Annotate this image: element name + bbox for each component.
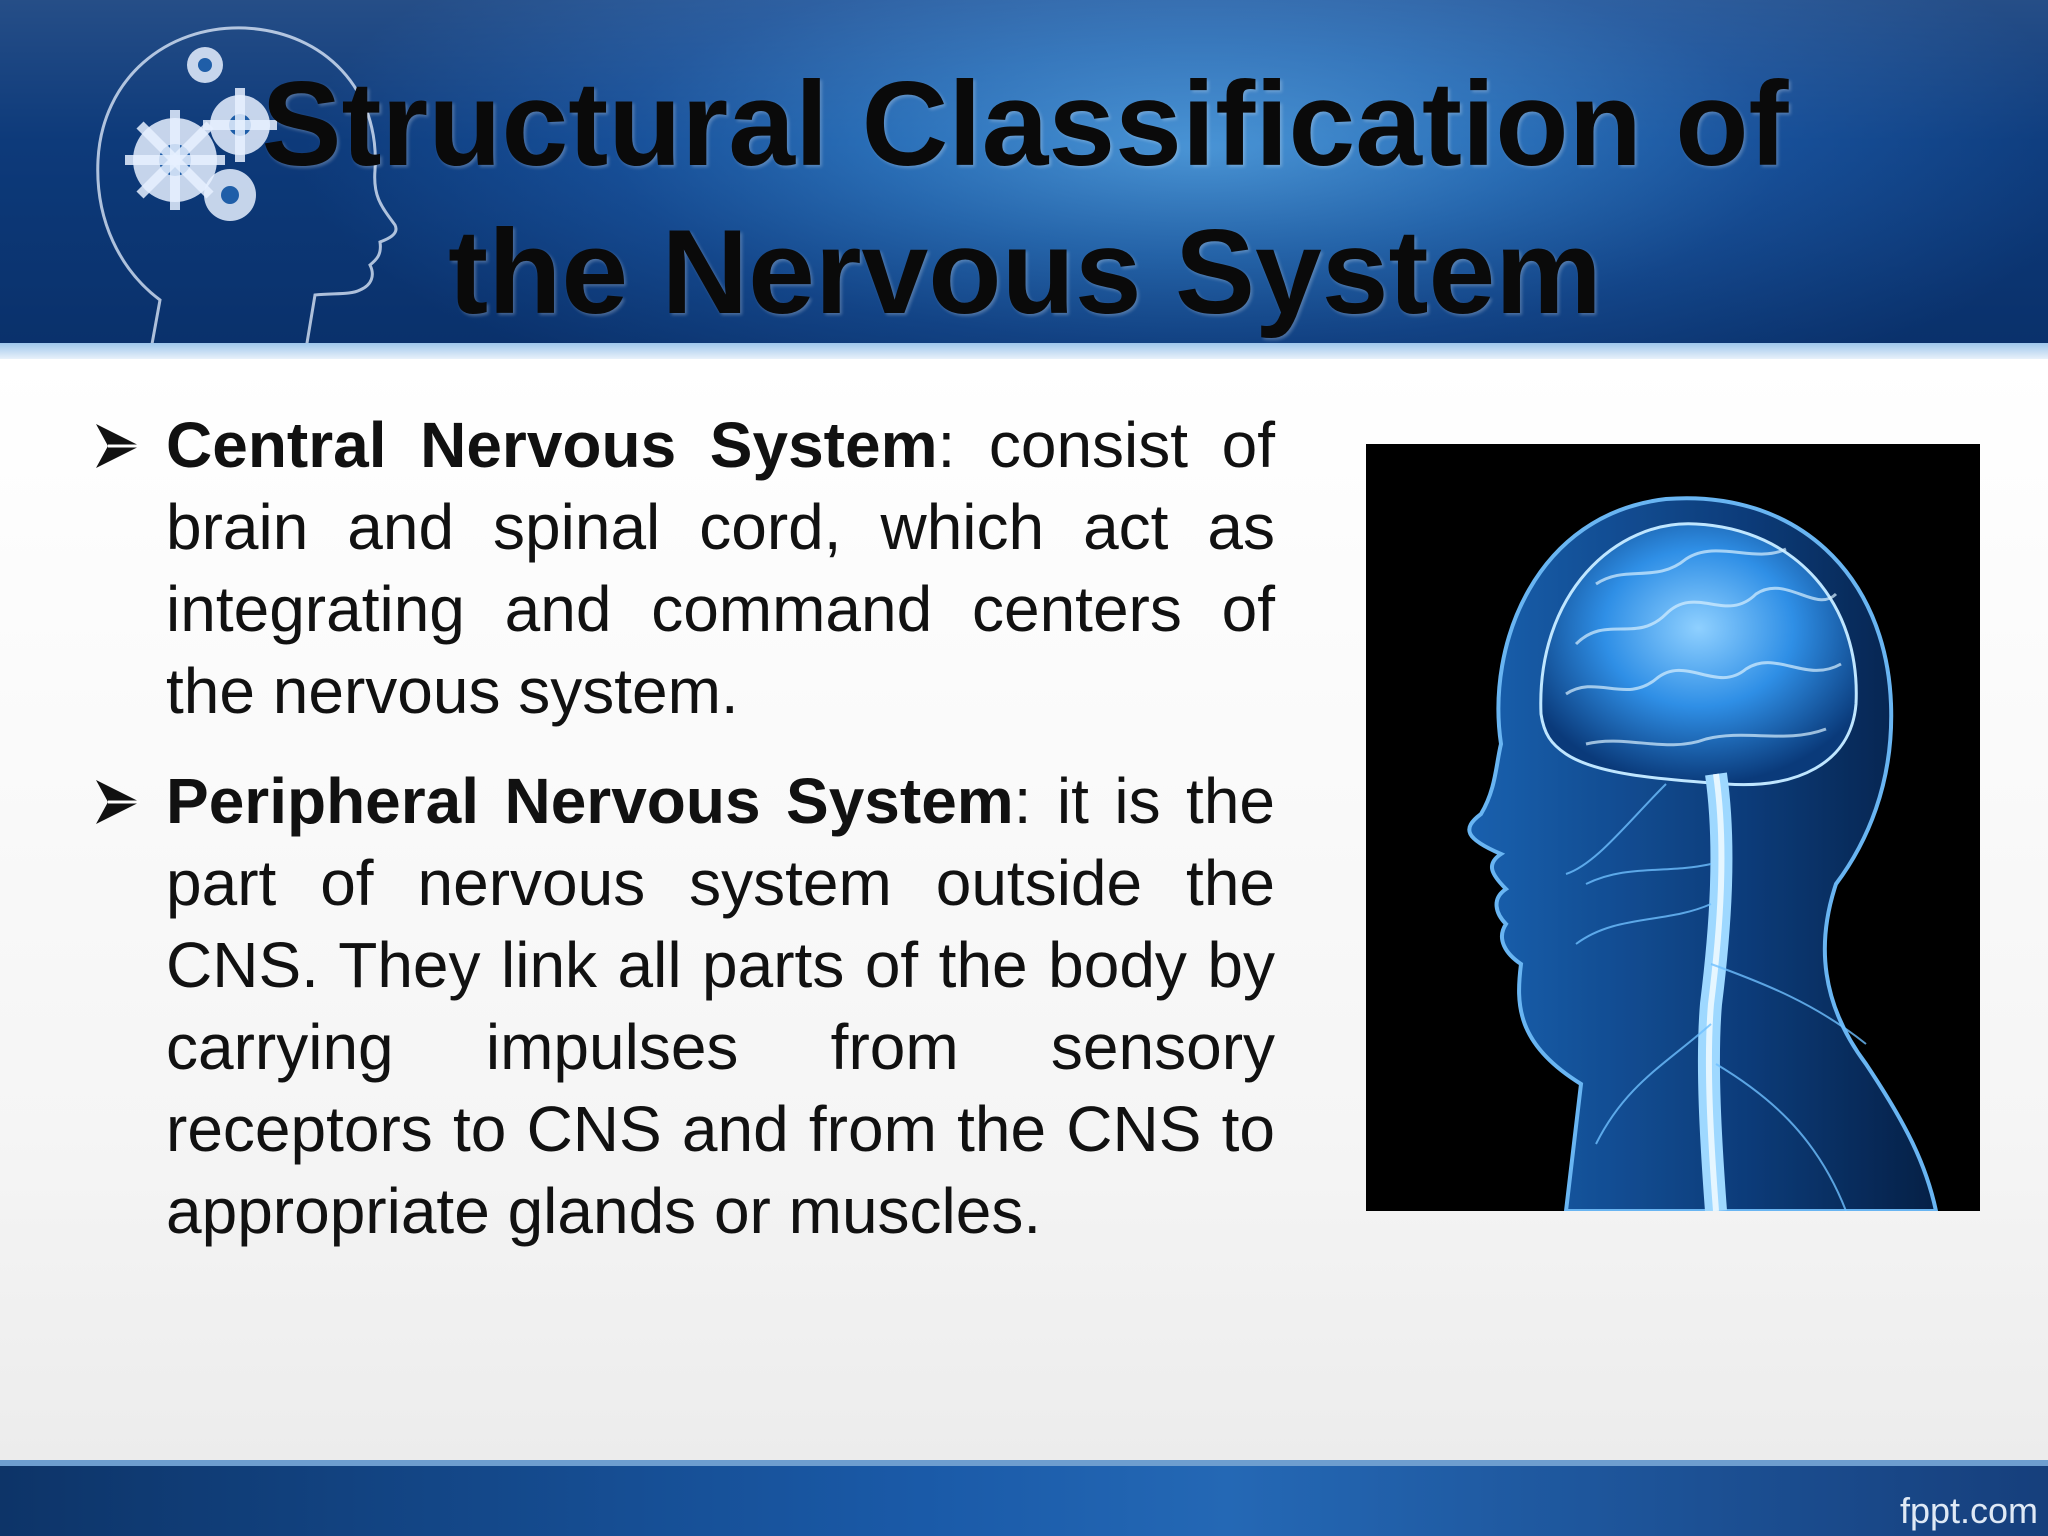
header-banner: Structural Classification of the Nervous… xyxy=(0,0,2048,355)
header-divider xyxy=(0,343,2048,359)
slide-title: Structural Classification of the Nervous… xyxy=(150,50,1900,346)
header-glow xyxy=(0,0,2048,355)
human-head-nerves-icon xyxy=(1467,496,1939,1211)
bullet-item-cns: Central Nervous System: consist of brain… xyxy=(90,404,1275,732)
bullet-term: Central Nervous System xyxy=(166,409,938,481)
bullet-term: Peripheral Nervous System xyxy=(166,765,1014,837)
footer-divider xyxy=(0,1460,2048,1466)
bullet-list: Central Nervous System: consist of brain… xyxy=(90,404,1275,1280)
bullet-text: : it is the part of nervous system outsi… xyxy=(166,765,1276,1247)
footer-brand: fppt.com xyxy=(1899,1490,2038,1531)
arrow-bullet-icon xyxy=(96,424,140,468)
arrow-bullet-icon xyxy=(96,780,140,824)
title-line-1: Structural Classification of xyxy=(261,57,1789,191)
bullet-item-pns: Peripheral Nervous System: it is the par… xyxy=(90,760,1275,1252)
bullet-text: : consist of brain and spinal cord, whic… xyxy=(166,409,1275,727)
nervous-system-image xyxy=(1366,444,1980,1211)
title-line-2: the Nervous System xyxy=(448,205,1602,339)
head-with-gears-icon xyxy=(96,26,398,355)
footer-bar xyxy=(0,1466,2048,1536)
